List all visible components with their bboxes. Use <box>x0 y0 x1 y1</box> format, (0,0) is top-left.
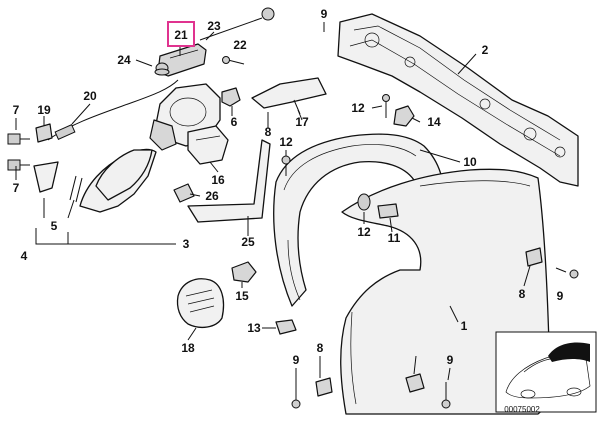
callout-18: 18 <box>181 341 195 355</box>
bolts-7-19 <box>7 123 53 171</box>
callout-5: 5 <box>51 219 58 233</box>
wheel-arch-liner-10 <box>273 133 444 307</box>
bracket-17 <box>251 77 327 115</box>
callout-12-mid: 12 <box>279 135 293 149</box>
callout-16: 16 <box>211 173 225 187</box>
callout-labels: 21 23 22 24 9 2 20 7 19 7 6 8 17 12 14 1… <box>13 7 564 367</box>
bracket-16 <box>187 125 229 165</box>
cable-20 <box>47 79 179 141</box>
clip-13 <box>275 319 297 335</box>
bracket-5 <box>33 161 83 203</box>
callout-6: 6 <box>231 115 238 129</box>
callout-11: 11 <box>388 231 401 245</box>
callout-23: 23 <box>207 19 221 33</box>
callout-14: 14 <box>427 115 441 129</box>
callout-15: 15 <box>235 289 249 303</box>
callout-12-lower: 12 <box>357 225 371 239</box>
callout-2: 2 <box>482 43 489 57</box>
inner-panel-2 <box>337 13 579 187</box>
grommet-6 <box>221 87 241 107</box>
callout-24: 24 <box>117 53 131 67</box>
callout-3: 3 <box>183 237 190 251</box>
callout-17: 17 <box>295 115 309 129</box>
grille-18 <box>176 278 225 329</box>
clip-26 <box>173 183 195 203</box>
callout-13: 13 <box>247 321 261 335</box>
callout-7-top: 7 <box>13 103 20 117</box>
strip-25 <box>187 139 271 223</box>
callout-8-bottom: 8 <box>317 341 324 355</box>
inset-caption: 00075002 <box>504 405 540 414</box>
inset-car-thumbnail <box>495 331 597 413</box>
callout-10: 10 <box>463 155 477 169</box>
callout-7-bottom: 7 <box>13 181 20 195</box>
clip-11 <box>377 203 399 219</box>
callout-25: 25 <box>241 235 255 249</box>
cap-15 <box>231 261 257 283</box>
callout-1: 1 <box>461 319 468 333</box>
highlight-box <box>167 21 195 47</box>
callout-9-bottom-right: 9 <box>447 353 454 367</box>
callout-8-right: 8 <box>519 287 526 301</box>
callout-21: 21 <box>174 28 188 42</box>
callout-19: 19 <box>37 103 51 117</box>
callout-12-upper: 12 <box>351 101 365 115</box>
callout-20: 20 <box>83 89 97 103</box>
grommet-24 <box>154 62 170 76</box>
leader-lines <box>15 22 531 381</box>
screw-12-lower <box>357 193 371 211</box>
callout-26: 26 <box>205 189 219 203</box>
callout-8-upper: 8 <box>265 125 272 139</box>
screw-12-upper <box>382 94 390 118</box>
callout-4: 4 <box>21 249 28 263</box>
clips-8-9-lower <box>291 247 579 409</box>
screw-22 <box>222 56 245 65</box>
callout-9-right: 9 <box>557 289 564 303</box>
callout-22: 22 <box>233 38 247 52</box>
flap-4 <box>79 148 157 213</box>
callout-9-top: 9 <box>321 7 328 21</box>
nut-14 <box>393 105 415 127</box>
callout-9-bottom-left: 9 <box>293 353 300 367</box>
